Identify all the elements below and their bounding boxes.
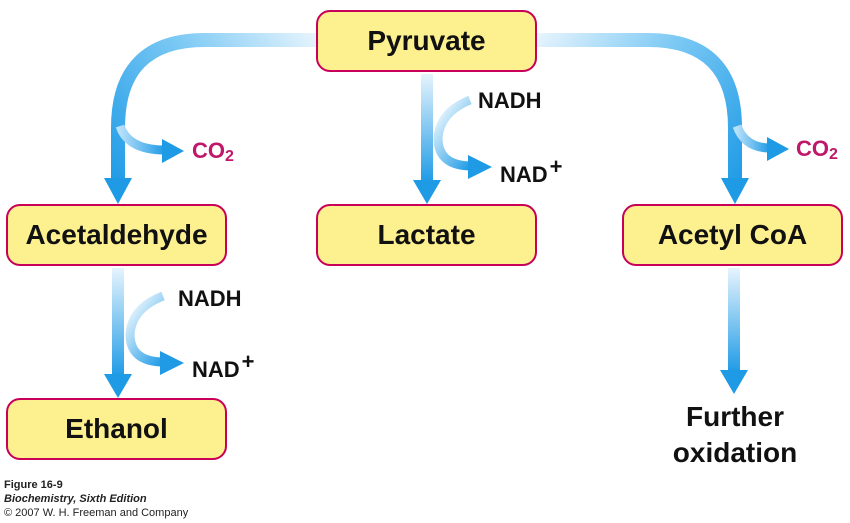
arrow-pyruvate-to-acetylcoa [535, 33, 742, 180]
nad-label-lactate: NAD+ [500, 154, 563, 187]
nadh-hook-arrowhead-lactate [468, 155, 492, 179]
pyruvate-box: Pyruvate [316, 10, 537, 72]
ethanol-label: Ethanol [65, 413, 168, 444]
acetaldehyde-label: Acetaldehyde [25, 219, 208, 250]
arrowhead-lactate [413, 180, 441, 204]
arrowhead-oxidation [720, 370, 748, 394]
nadh-hook-ethanol [125, 291, 165, 367]
ethanol-box: Ethanol [6, 398, 227, 460]
figure-caption: Figure 16-9 Biochemistry, Sixth Edition … [4, 478, 188, 520]
nadh-label-lactate: NADH [478, 88, 542, 113]
co2-label-right: CO2 [796, 136, 838, 163]
arrow-acetaldehyde-to-ethanol [112, 268, 124, 376]
arrowhead-acetaldehyde [104, 178, 132, 204]
co2-label-left: CO2 [192, 138, 234, 165]
acetaldehyde-box: Acetaldehyde [6, 204, 227, 266]
arrowhead-co2-right [767, 137, 789, 161]
caption-book-title: Biochemistry, Sixth Edition [4, 493, 147, 505]
further-line1: Further [686, 401, 784, 432]
arrow-pyruvate-to-lactate [421, 74, 433, 182]
arrow-acetylcoa-to-oxidation [728, 268, 740, 372]
further-line2: oxidation [672, 437, 798, 468]
nadh-hook-arrowhead-ethanol [160, 351, 184, 375]
nadh-hook-lactate [433, 95, 473, 171]
arrowhead-co2-left [162, 139, 184, 163]
lactate-label: Lactate [377, 219, 476, 250]
acetyl-coa-label: Acetyl CoA [657, 219, 808, 250]
arrow-co2-left [115, 124, 166, 155]
arrowhead-ethanol [104, 374, 132, 398]
caption-copyright: © 2007 W. H. Freeman and Company [4, 507, 189, 519]
arrow-pyruvate-to-acetaldehyde [111, 33, 318, 180]
arrowhead-acetylcoa [721, 178, 749, 204]
nad-label-ethanol: NAD+ [192, 349, 255, 382]
further-oxidation-label: Further oxidation [655, 399, 815, 471]
pyruvate-label: Pyruvate [367, 25, 486, 56]
caption-figure-number: Figure 16-9 [4, 479, 63, 491]
nadh-label-ethanol: NADH [178, 286, 242, 311]
arrow-co2-right [732, 124, 771, 153]
lactate-box: Lactate [316, 204, 537, 266]
acetyl-coa-box: Acetyl CoA [622, 204, 843, 266]
